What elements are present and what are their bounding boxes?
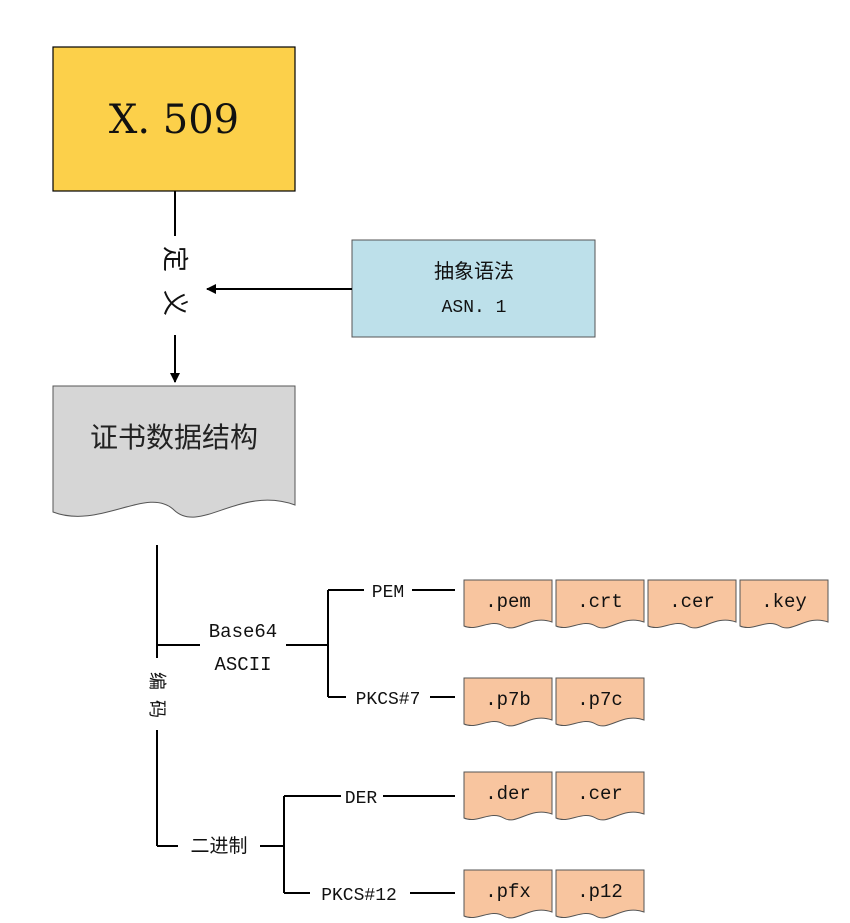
encode-char-2: 码 — [146, 700, 167, 718]
cert-structure-label: 证书数据结构 — [90, 421, 258, 454]
asn1-subtitle: ASN. 1 — [442, 298, 507, 318]
pkcs12-ext-label: .p12 — [577, 881, 623, 903]
pem-ext-box — [463, 579, 553, 629]
pem-extensions: .pem .crt .cer .key — [463, 579, 829, 629]
pem-ext-label: .crt — [577, 591, 623, 613]
pkcs12-ext-box — [555, 869, 645, 919]
ascii-label: ASCII — [214, 654, 271, 676]
define-char-2: 义 — [159, 290, 189, 316]
der-ext-label: .der — [485, 783, 531, 805]
pkcs7-ext-box — [555, 677, 645, 727]
pkcs12-ext-box — [463, 869, 553, 919]
asn1-title: 抽象语法 — [434, 259, 514, 283]
pkcs7-label: PKCS#7 — [356, 690, 421, 710]
define-char-1: 定 — [159, 246, 189, 272]
binary-label: 二进制 — [190, 835, 247, 857]
base64-label: Base64 — [209, 621, 277, 643]
pkcs7-ext-label: .p7b — [485, 689, 531, 711]
pem-label: PEM — [372, 583, 404, 603]
der-ext-box — [555, 771, 645, 821]
pkcs7-extensions: .p7b .p7c — [463, 677, 645, 727]
pkcs7-ext-label: .p7c — [577, 689, 623, 711]
der-label: DER — [345, 789, 378, 809]
pem-ext-label: .key — [761, 591, 807, 613]
x509-label: X. 509 — [109, 97, 239, 143]
der-extensions: .der .cer — [463, 771, 645, 821]
pem-ext-box — [739, 579, 829, 629]
cert-structure-box — [52, 385, 296, 518]
der-ext-box — [463, 771, 553, 821]
asn1-box — [351, 239, 596, 338]
pkcs12-label: PKCS#12 — [321, 886, 397, 906]
pem-ext-box — [647, 579, 737, 629]
pem-ext-box — [555, 579, 645, 629]
pem-ext-label: .pem — [485, 591, 531, 613]
der-ext-label: .cer — [577, 783, 623, 805]
x509-box — [52, 46, 296, 192]
pkcs12-ext-label: .pfx — [485, 881, 531, 903]
encode-char-1: 编 — [146, 672, 167, 690]
pkcs12-extensions: .pfx .p12 — [463, 869, 645, 919]
pkcs7-ext-box — [463, 677, 553, 727]
pem-ext-label: .cer — [669, 591, 715, 613]
